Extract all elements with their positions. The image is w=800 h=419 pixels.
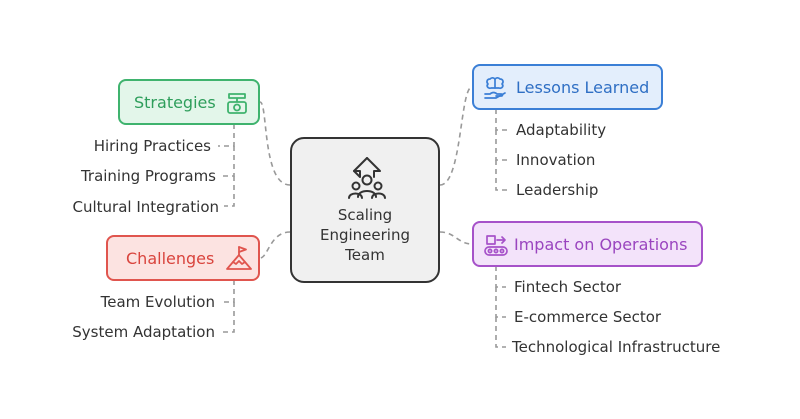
central-topic-line-2: Engineering — [320, 226, 410, 244]
scaling-team-icon — [348, 157, 386, 199]
branch-impact-on-operations[interactable]: Impact on Operations — [472, 221, 703, 267]
leaf-leadership: Leadership — [516, 181, 599, 199]
branch-strategies[interactable]: Strategies — [118, 79, 260, 125]
connector-fintech — [495, 266, 506, 288]
connector-tech-infra — [495, 317, 506, 348]
central-topic[interactable]: Scaling Engineering Team — [290, 137, 440, 283]
connector-training — [220, 146, 235, 177]
leaf-team-evolution: Team Evolution — [100, 293, 215, 311]
connector-team-evolution — [220, 280, 235, 303]
connector-impact — [439, 231, 473, 245]
branch-impact-on-operations-label: Impact on Operations — [514, 234, 688, 254]
branch-lessons-learned-label: Lessons Learned — [516, 77, 650, 97]
central-topic-line-1: Scaling — [337, 206, 393, 224]
leaf-training-programs: Training Programs — [80, 167, 216, 185]
connector-adaptability — [495, 109, 508, 131]
leaf-cultural-integration: Cultural Integration — [72, 198, 219, 216]
connector-lessons — [439, 86, 473, 186]
leaf-ecommerce-sector: E-commerce Sector — [514, 308, 662, 326]
central-topic-line-3: Team — [345, 246, 385, 264]
leaf-adaptability: Adaptability — [516, 121, 607, 139]
connector-innovation — [495, 130, 508, 161]
leaf-technological-infrastructure: Technological Infrastructure — [512, 338, 721, 356]
brain-hand-icon — [484, 77, 506, 99]
scale-icon — [227, 93, 247, 114]
leaf-fintech-sector: Fintech Sector — [514, 278, 622, 296]
branch-challenges[interactable]: Challenges — [106, 235, 260, 281]
connector-hiring — [218, 124, 235, 147]
central-topic-text: Scaling Engineering Team — [292, 205, 438, 265]
conveyor-icon — [484, 235, 508, 256]
connector-cultural — [224, 176, 235, 207]
leaf-hiring-practices: Hiring Practices — [93, 137, 211, 155]
mountain-flag-icon — [226, 246, 252, 270]
leaf-system-adaptation: System Adaptation — [72, 323, 215, 341]
connector-ecommerce — [495, 287, 506, 318]
branch-challenges-label: Challenges — [126, 248, 215, 268]
connector-strategies — [259, 101, 291, 186]
branch-lessons-learned[interactable]: Lessons Learned — [472, 64, 663, 110]
connector-leadership — [495, 160, 508, 191]
connector-system-adaptation — [220, 302, 235, 333]
connector-challenges — [259, 231, 291, 259]
branch-strategies-label: Strategies — [134, 92, 216, 112]
leaf-innovation: Innovation — [516, 151, 596, 169]
